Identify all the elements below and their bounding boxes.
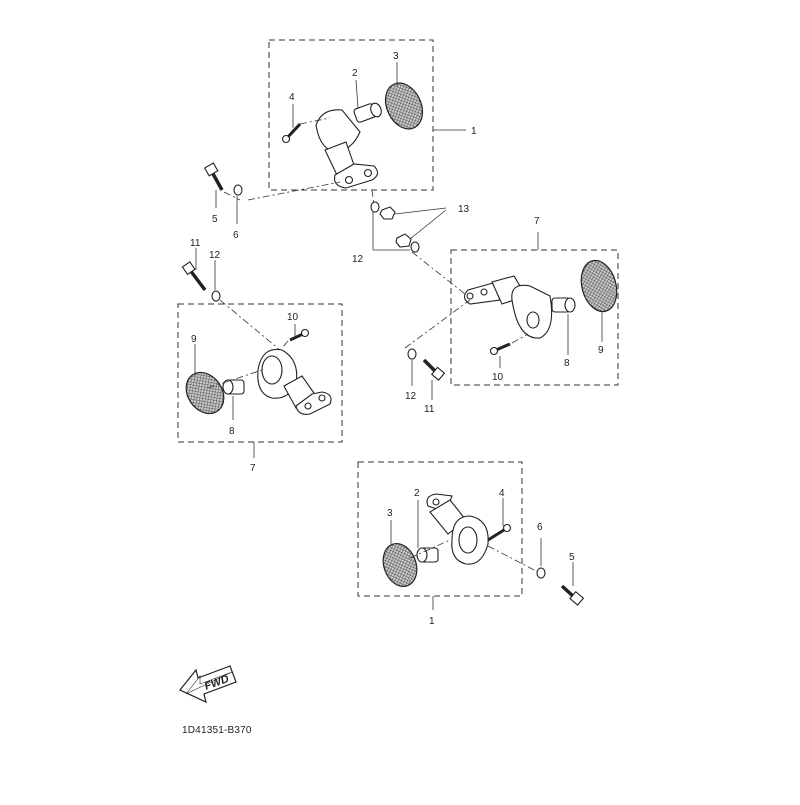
middle-right-outline (450, 249, 619, 386)
housing-top (315, 109, 379, 189)
bulb-top (353, 102, 382, 123)
lens-top (384, 82, 424, 130)
housing-bottom (426, 493, 489, 565)
callout-8-right: 8 (564, 358, 570, 369)
bulb-right (551, 297, 576, 313)
top-assembly-outline (268, 39, 434, 191)
lens-right (580, 259, 618, 313)
callout-5-bottom: 5 (569, 552, 575, 563)
callout-12-right: 12 (405, 391, 417, 402)
callout-2-bottom: 2 (414, 488, 420, 499)
middle-left-outline (177, 303, 343, 443)
diagram-code: 1D41351-B370 (182, 725, 252, 736)
callout-10-left: 10 (287, 312, 299, 323)
screw-right-10 (489, 333, 529, 356)
callout-4-bottom: 4 (499, 488, 505, 499)
callout-1-bottom: 1 (429, 616, 435, 627)
callout-7-right: 7 (534, 216, 540, 227)
bottom-outline (357, 461, 523, 597)
screw-bottom-4 (487, 523, 512, 542)
shared-hardware: 13 12 (352, 189, 471, 299)
bolt-washer-top: 5 6 (203, 162, 341, 241)
callout-12-shared: 12 (352, 254, 364, 265)
bolt-washer-right: 12 11 (404, 299, 471, 415)
lens-left (185, 371, 225, 415)
callout-12-left: 12 (209, 250, 221, 261)
callout-4-top: 4 (289, 92, 295, 103)
callout-6-top: 6 (233, 230, 239, 241)
callout-6-bottom: 6 (537, 522, 543, 533)
callout-8-left: 8 (229, 426, 235, 437)
callout-5-top: 5 (212, 214, 218, 225)
bottom-turn-signal-assembly: 1 3 2 4 (357, 461, 523, 627)
callout-13: 13 (458, 204, 470, 215)
housing-left (257, 348, 332, 415)
callout-11-left: 11 (190, 238, 201, 249)
bolt-washer-bottom: 6 5 (487, 522, 585, 606)
lens-bottom (382, 543, 418, 587)
middle-right-turn-signal-assembly: 7 8 9 10 (450, 216, 619, 386)
callout-2-top: 2 (352, 68, 358, 79)
callout-10-right: 10 (492, 372, 504, 383)
fwd-arrow-icon: FWD (179, 665, 237, 704)
bulb-left (222, 379, 245, 395)
callout-11-right: 11 (424, 404, 435, 415)
callout-9-right: 9 (598, 345, 604, 356)
callout-3-bottom: 3 (387, 508, 393, 519)
housing-right (463, 275, 553, 339)
middle-left-turn-signal-assembly: 7 9 8 10 (177, 303, 343, 474)
callout-1-top: 1 (471, 126, 477, 137)
callout-3-top: 3 (393, 51, 399, 62)
screw-left-10 (281, 328, 310, 349)
callout-7-left: 7 (250, 463, 256, 474)
top-turn-signal-assembly: 2 3 4 1 (268, 39, 477, 191)
screw-top-4 (281, 122, 302, 144)
callout-9-left: 9 (191, 334, 197, 345)
bolt-washer-left: 11 12 (181, 238, 281, 351)
